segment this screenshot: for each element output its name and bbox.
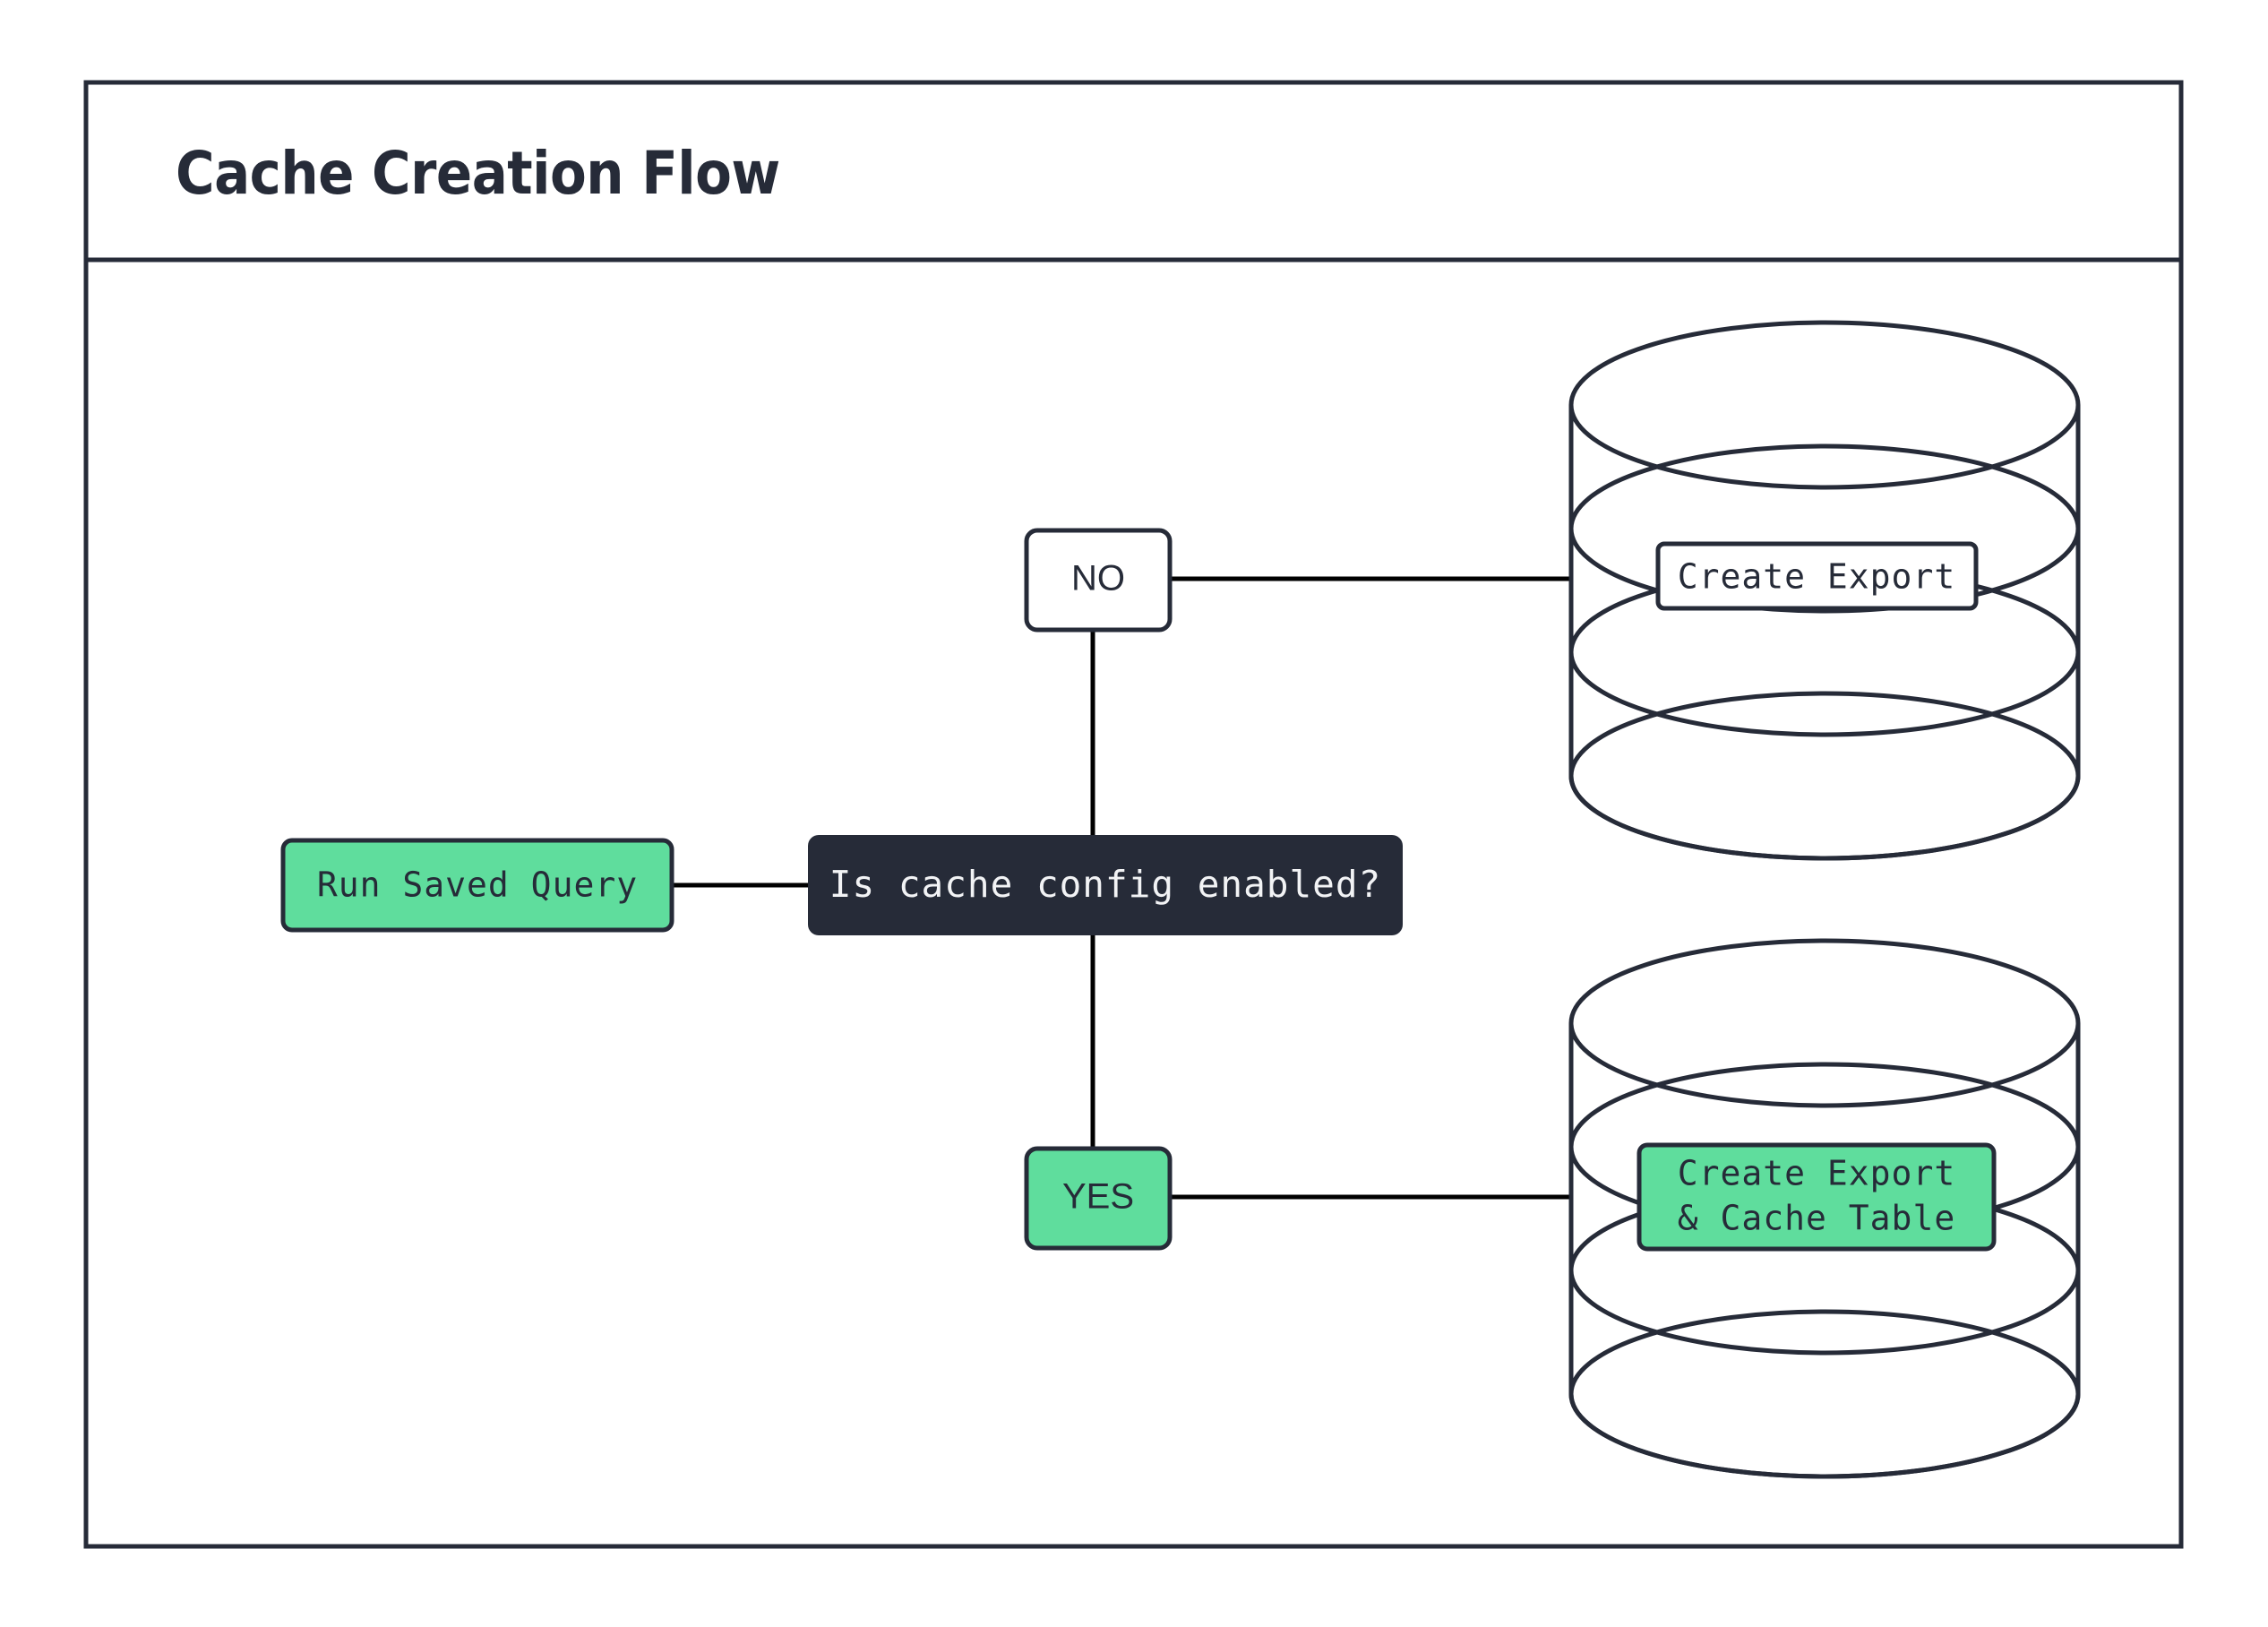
db-bottom-label-line-2: & Cache Table (1678, 1199, 1955, 1238)
node-run-saved-query[interactable]: Run Saved Query (280, 838, 674, 933)
node-branch-yes[interactable]: YES (1024, 1146, 1173, 1251)
node-decision-label: Is cache config enabled? (829, 863, 1381, 906)
node-branch-no[interactable]: NO (1024, 528, 1173, 633)
db-top-label-box (1655, 541, 1979, 611)
node-run-saved-query-label: Run Saved Query (317, 865, 638, 905)
db-bottom-label-line-1: Create Export (1678, 1154, 1955, 1193)
node-branch-yes-box[interactable] (1024, 1146, 1173, 1251)
db-cylinder-bottom: Create Export & Cache Table (1568, 938, 2081, 1479)
node-run-saved-query-box[interactable] (280, 838, 674, 933)
node-branch-no-label: NO (1071, 559, 1125, 598)
db-top-label: Create Export (1678, 557, 1955, 597)
node-decision-cache-config[interactable]: Is cache config enabled? (808, 835, 1403, 935)
node-branch-no-box[interactable] (1024, 528, 1173, 633)
page-title: Cache Creation Flow (176, 139, 780, 208)
db-cylinder-top: Create Export (1568, 320, 2081, 861)
db-bottom-label-box (1637, 1142, 1997, 1252)
node-branch-yes-label: YES (1062, 1177, 1134, 1217)
node-decision-box[interactable] (808, 835, 1403, 935)
